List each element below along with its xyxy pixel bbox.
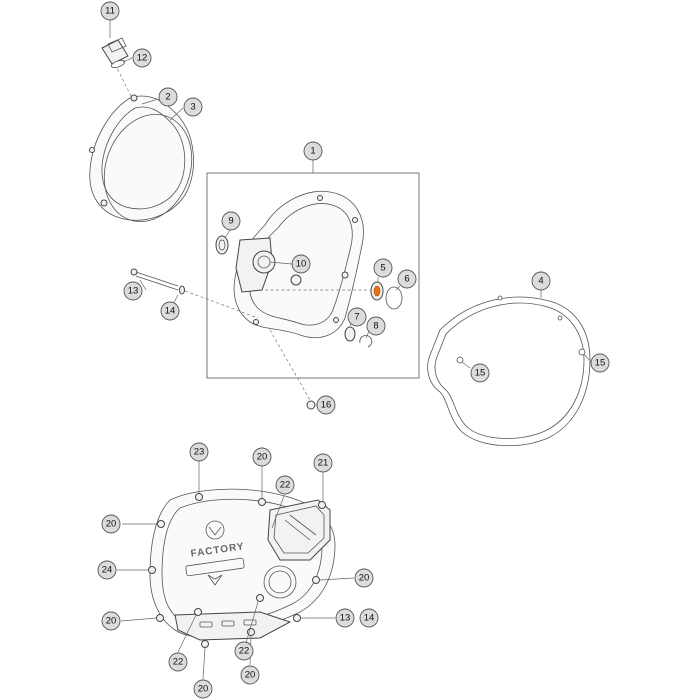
long-bolt [130, 268, 259, 319]
callout-6: 6 [397, 269, 417, 289]
svg-text:20: 20 [245, 670, 256, 681]
svg-text:7: 7 [354, 312, 359, 323]
svg-text:22: 22 [280, 480, 291, 491]
callout-3: 3 [183, 97, 203, 117]
svg-text:1: 1 [310, 146, 315, 157]
svg-text:12: 12 [137, 53, 148, 64]
callout-15-left: 15 [470, 363, 490, 383]
callout-7: 7 [347, 307, 367, 327]
svg-text:8: 8 [373, 321, 378, 332]
callout-23: 23 [189, 442, 209, 462]
outer-clutch-cover [89, 94, 194, 221]
svg-text:15: 15 [475, 368, 486, 379]
callout-20-bottom-right: 20 [240, 665, 260, 685]
callout-24: 24 [97, 560, 117, 580]
callout-9: 9 [221, 211, 241, 231]
svg-text:2: 2 [165, 92, 170, 103]
svg-text:11: 11 [105, 6, 115, 17]
svg-text:9: 9 [228, 216, 233, 227]
svg-text:14: 14 [165, 306, 176, 317]
callout-12: 12 [132, 48, 152, 68]
callout-21: 21 [313, 453, 333, 473]
callout-8: 8 [366, 316, 386, 336]
svg-text:20: 20 [198, 684, 209, 695]
callout-1: 1 [303, 141, 323, 161]
svg-text:10: 10 [296, 259, 307, 270]
callout-22-right: 22 [234, 641, 254, 661]
callout-4: 4 [531, 271, 551, 291]
svg-text:6: 6 [404, 274, 409, 285]
callout-15-right: 15 [590, 353, 610, 373]
callout-16: 16 [316, 395, 336, 415]
clutch-cover-gasket [103, 113, 193, 223]
cover-gasket [427, 295, 591, 447]
callout-20-bottom: 20 [193, 679, 213, 699]
svg-text:15: 15 [595, 358, 606, 369]
callout-20-right: 20 [354, 568, 374, 588]
filler-plug [101, 37, 133, 99]
callout-14-top: 14 [160, 301, 180, 321]
svg-text:22: 22 [173, 657, 184, 668]
pump-o-ring [385, 286, 403, 310]
callout-20-left-upper: 20 [101, 514, 121, 534]
callout-10: 10 [291, 254, 311, 274]
svg-text:5: 5 [380, 263, 385, 274]
svg-text:20: 20 [106, 519, 117, 530]
callout-20-top: 20 [252, 447, 272, 467]
callout-13-top: 13 [123, 281, 143, 301]
svg-text:20: 20 [359, 573, 370, 584]
drain-plug [306, 400, 316, 410]
svg-text:20: 20 [106, 616, 117, 627]
assembled-clutch-cover: FACTORY [148, 488, 336, 648]
svg-text:14: 14 [364, 613, 375, 624]
callout-14-bottom: 14 [359, 608, 379, 628]
bolt-washer [179, 285, 185, 295]
oil-seal-9 [215, 235, 229, 255]
svg-text:16: 16 [321, 400, 332, 411]
svg-text:23: 23 [194, 447, 205, 458]
callout-5: 5 [373, 258, 393, 278]
svg-text:13: 13 [340, 613, 351, 624]
callout-22-bottom: 22 [168, 652, 188, 672]
svg-text:13: 13 [128, 286, 139, 297]
pump-impeller [370, 281, 384, 301]
svg-text:20: 20 [257, 452, 268, 463]
svg-text:22: 22 [239, 646, 250, 657]
circlip [359, 335, 373, 348]
svg-text:4: 4 [538, 276, 543, 287]
svg-text:21: 21 [318, 458, 329, 469]
callout-20-left-lower: 20 [101, 611, 121, 631]
callout-13-bottom: 13 [335, 608, 355, 628]
shaft-seal [344, 326, 356, 342]
callout-22-top: 22 [275, 475, 295, 495]
callout-2: 2 [158, 87, 178, 107]
svg-text:3: 3 [190, 102, 195, 113]
svg-text:24: 24 [102, 565, 113, 576]
callout-11: 11 [100, 1, 120, 21]
